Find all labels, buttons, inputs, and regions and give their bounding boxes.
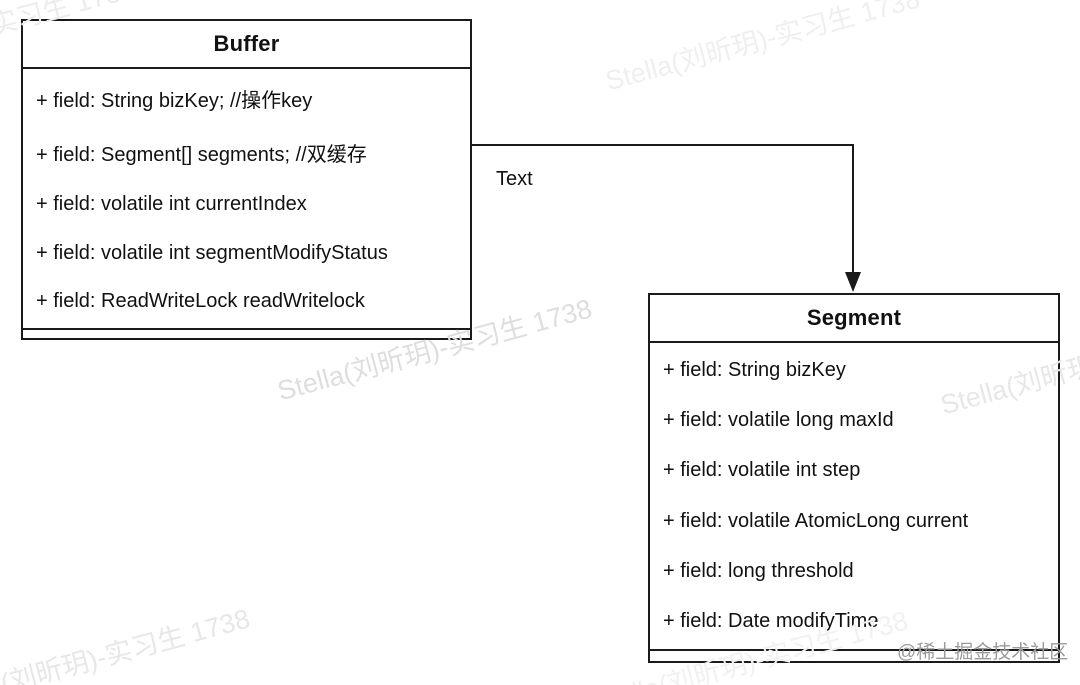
class-node-buffer[interactable]: Buffer + field: String bizKey; //操作key +…	[21, 19, 472, 340]
connector-label[interactable]: Text	[496, 168, 533, 190]
class-title: Buffer	[23, 21, 470, 69]
class-node-segment[interactable]: Segment + field: String bizKey + field: …	[648, 293, 1060, 663]
fields-compartment: + field: String bizKey; //操作key + field:…	[23, 69, 470, 328]
fields-compartment: + field: String bizKey + field: volatile…	[650, 343, 1058, 649]
field-row: + field: long threshold	[663, 559, 854, 582]
class-title: Segment	[650, 295, 1058, 343]
watermark-text: Stella(刘昕玥)-实习生 1738	[0, 603, 254, 685]
field-row: + field: String bizKey	[663, 358, 846, 381]
field-row: + field: Date modifyTime	[663, 610, 879, 633]
field-row: + field: volatile AtomicLong current	[663, 509, 969, 532]
watermark-text: Stella(刘昕玥)-实习生 1738	[602, 0, 924, 97]
field-row: + field: volatile long maxId	[663, 408, 894, 431]
field-row: + field: volatile int step	[663, 459, 861, 482]
field-row: + field: String bizKey; //操作key	[36, 89, 313, 112]
methods-compartment-empty	[23, 328, 470, 338]
field-row: + field: volatile int currentIndex	[36, 192, 307, 215]
methods-compartment-empty	[650, 649, 1058, 661]
field-row: + field: ReadWriteLock readWritelock	[36, 290, 365, 313]
field-row: + field: volatile int segmentModifyStatu…	[36, 241, 388, 264]
field-row: + field: Segment[] segments; //双缓存	[36, 144, 367, 167]
attribution-text: @稀土掘金技术社区	[897, 642, 1069, 663]
